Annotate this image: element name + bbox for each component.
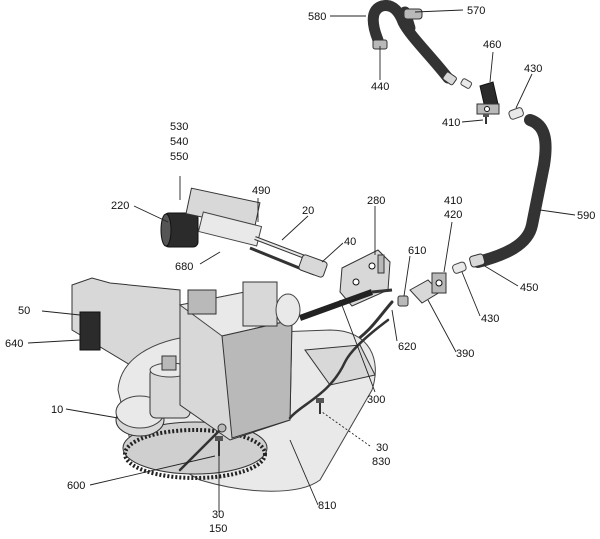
label-620: 620 — [398, 341, 416, 353]
linkage-40 — [298, 254, 328, 278]
solenoid-460 — [476, 81, 500, 115]
label-430-upper: 430 — [524, 63, 542, 75]
tube-590 — [472, 114, 552, 268]
label-600: 600 — [67, 480, 85, 492]
harness-600 — [178, 423, 227, 472]
label-40: 40 — [344, 236, 356, 248]
gearbox-body — [178, 281, 301, 441]
label-550: 550 — [170, 151, 188, 163]
label-420: 420 — [444, 209, 462, 221]
label-450: 450 — [520, 282, 538, 294]
label-220: 220 — [111, 200, 129, 212]
label-390: 390 — [456, 348, 474, 360]
label-490: 490 — [252, 185, 270, 197]
label-30-lower: 30 — [212, 509, 224, 521]
label-30-upper: 30 — [376, 442, 388, 454]
label-20: 20 — [302, 205, 314, 217]
label-440: 440 — [371, 81, 389, 93]
screw-30-150 — [215, 436, 223, 456]
label-50: 50 — [18, 305, 30, 317]
valve-390 — [409, 272, 447, 304]
label-150: 150 — [209, 523, 227, 535]
label-640: 640 — [5, 338, 23, 350]
label-590: 590 — [577, 210, 595, 222]
label-610: 610 — [408, 245, 426, 257]
label-300: 300 — [367, 394, 385, 406]
label-430-lower: 430 — [481, 313, 499, 325]
fitting-430-lower — [452, 261, 467, 274]
label-530: 530 — [170, 121, 188, 133]
fitting-430-upper — [508, 107, 524, 120]
label-410-lower: 410 — [444, 195, 462, 207]
label-810: 810 — [318, 500, 336, 512]
screw-410-upper — [483, 114, 489, 124]
label-10: 10 — [51, 404, 63, 416]
fitting-610 — [397, 295, 409, 307]
label-460: 460 — [483, 39, 501, 51]
label-570: 570 — [467, 5, 485, 17]
fitting-440 — [442, 71, 473, 89]
label-680: 680 — [175, 261, 193, 273]
screw-30-830 — [316, 398, 324, 414]
leader-lines — [27, 9, 576, 512]
fitting-450 — [469, 253, 486, 268]
label-540: 540 — [170, 136, 188, 148]
sensor-620 — [288, 318, 390, 420]
label-410-upper: 410 — [442, 117, 460, 129]
label-580: 580 — [308, 11, 326, 23]
actuator-220 — [160, 187, 263, 248]
label-830: 830 — [372, 456, 390, 468]
label-280: 280 — [367, 195, 385, 207]
